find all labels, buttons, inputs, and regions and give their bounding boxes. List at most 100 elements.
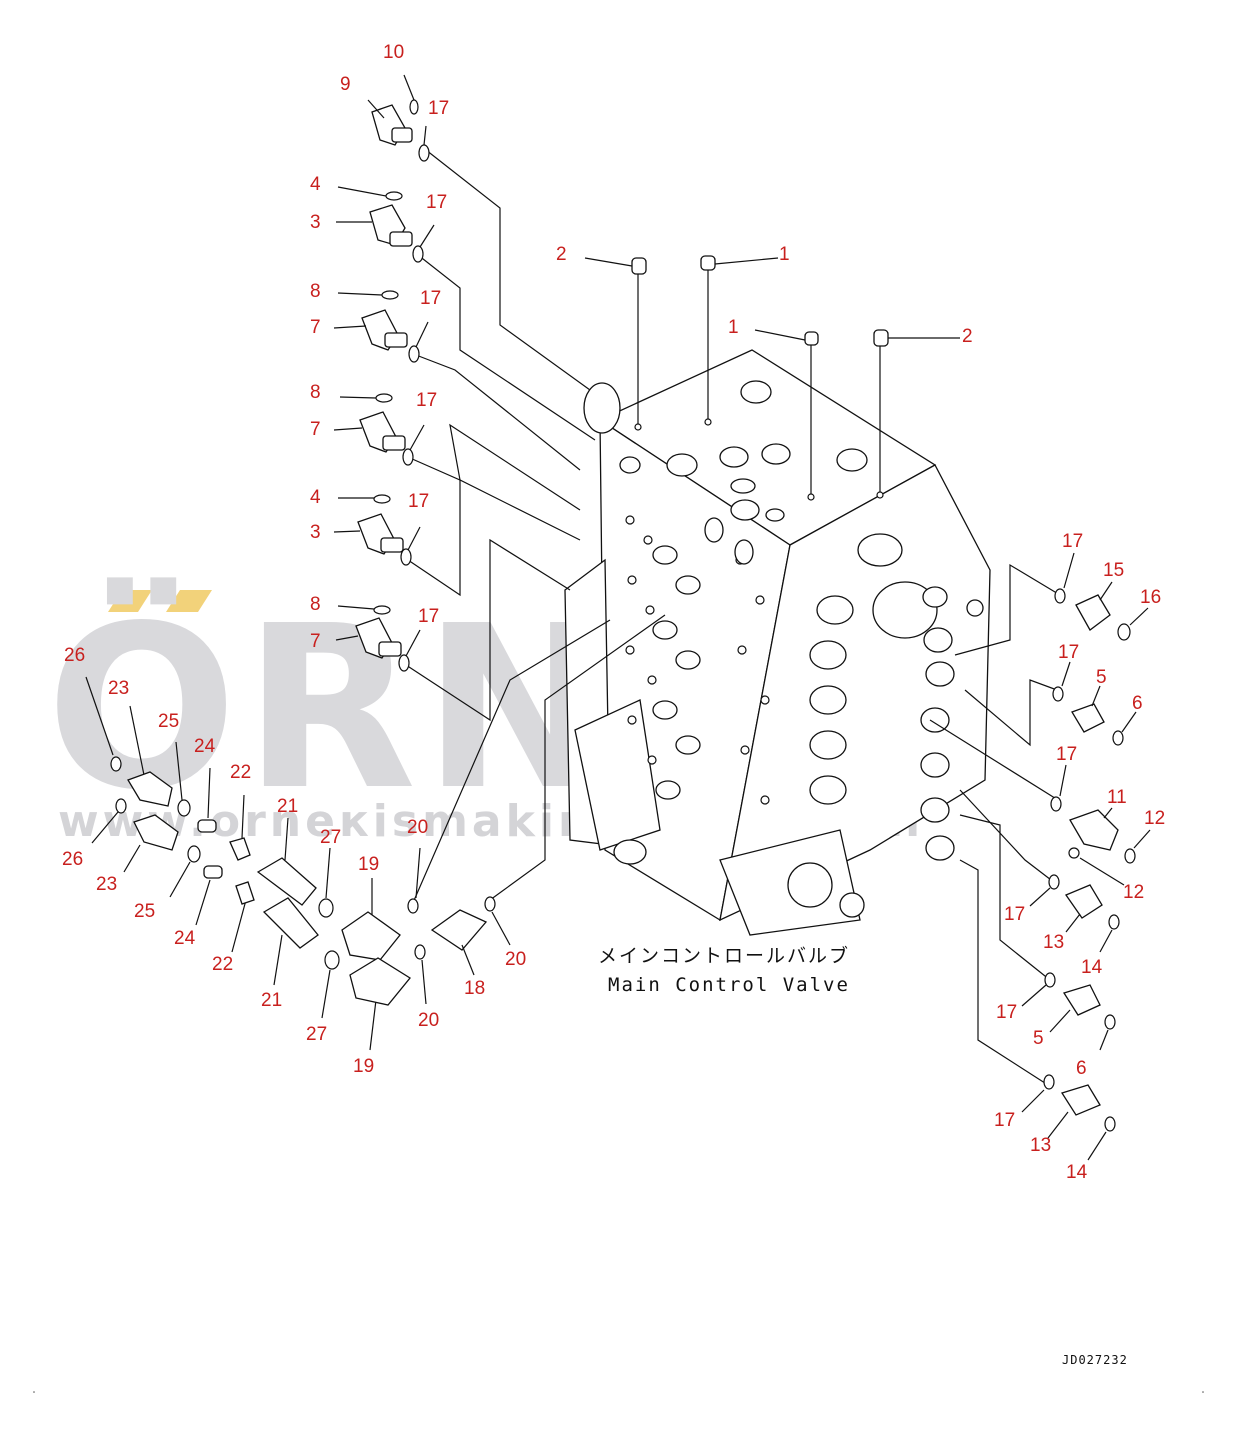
check-fitting — [127, 771, 173, 807]
o-ring — [110, 756, 122, 772]
check-fitting — [133, 814, 179, 851]
callout-25: 25 — [158, 711, 179, 732]
o-ring — [402, 448, 414, 466]
elbow-fitting-nut — [384, 332, 408, 348]
o-ring — [385, 191, 403, 201]
callout-20: 20 — [418, 1010, 439, 1031]
o-ring — [1043, 1074, 1055, 1090]
callout-17: 17 — [994, 1110, 1015, 1131]
face-bolt-holes — [625, 515, 770, 805]
callout-2: 2 — [962, 326, 973, 347]
right-fittings — [1021, 552, 1151, 1161]
callout-17: 17 — [418, 606, 439, 627]
o-ring — [373, 494, 391, 504]
o-ring — [1050, 796, 1062, 812]
callout-17: 17 — [1056, 744, 1077, 765]
callout-12: 12 — [1123, 882, 1144, 903]
o-ring — [1112, 730, 1124, 746]
connector — [1060, 1084, 1101, 1116]
o-ring — [1117, 623, 1131, 641]
diagram-caption: メインコントロールバルブ Main Control Valve — [598, 944, 850, 996]
elbow-fitting-nut — [382, 435, 406, 451]
connector — [1062, 984, 1101, 1016]
callout-7: 7 — [310, 419, 321, 440]
top-cap — [765, 508, 785, 522]
o-ring — [375, 393, 393, 403]
elbow-fitting-nut — [380, 537, 404, 553]
o-ring — [407, 898, 419, 914]
o-ring — [1124, 848, 1136, 864]
o-ring — [1108, 914, 1120, 930]
callout-13: 13 — [1030, 1135, 1051, 1156]
callout-11: 11 — [1107, 787, 1127, 808]
side-port — [583, 382, 621, 434]
o-ring — [381, 290, 399, 300]
top-cap — [666, 453, 698, 477]
callout-27: 27 — [306, 1024, 327, 1045]
o-ring — [1104, 1116, 1116, 1132]
o-ring — [408, 345, 420, 363]
callout-7: 7 — [310, 631, 321, 652]
o-ring — [1104, 1014, 1116, 1030]
callout-2: 2 — [556, 244, 567, 265]
spring — [203, 865, 223, 879]
o-ring — [373, 605, 391, 615]
right-solenoids — [787, 533, 984, 918]
solenoid-adapter — [341, 911, 401, 961]
plug — [700, 255, 716, 271]
callout-7: 7 — [310, 317, 321, 338]
callout-4: 4 — [310, 487, 321, 508]
callout-20: 20 — [505, 949, 526, 970]
callout-1: 1 — [728, 317, 739, 338]
top-cap — [836, 448, 868, 472]
callout-8: 8 — [310, 382, 321, 403]
callout-21: 21 — [277, 796, 298, 817]
poppet — [235, 881, 255, 905]
callout-27: 27 — [320, 827, 341, 848]
callout-1: 1 — [779, 244, 790, 265]
callout-5: 5 — [1033, 1028, 1044, 1049]
caption-japanese: メインコントロールバルブ — [598, 944, 850, 967]
o-ring — [409, 99, 419, 115]
callout-25: 25 — [134, 901, 155, 922]
callout-5: 5 — [1096, 667, 1107, 688]
spring — [197, 819, 217, 833]
callout-17: 17 — [428, 98, 449, 119]
callout-17: 17 — [416, 390, 437, 411]
callout-17: 17 — [426, 192, 447, 213]
o-ring — [1048, 874, 1060, 890]
o-ring — [484, 896, 496, 912]
caption-english: Main Control Valve — [608, 974, 850, 996]
callout-17: 17 — [408, 491, 429, 512]
callout-17: 17 — [1062, 531, 1083, 552]
o-ring — [177, 799, 191, 817]
callout-leaders — [333, 74, 960, 657]
corner-mark — [33, 1391, 35, 1393]
callout-labels: 10 9 17 4 3 17 8 7 17 8 7 17 4 3 17 8 7 … — [62, 42, 1165, 1183]
solenoid-adapter — [349, 957, 411, 1006]
callout-9: 9 — [340, 74, 351, 95]
elbow-fitting-nut — [391, 127, 413, 143]
valve-cartridge — [256, 857, 317, 906]
top-cap — [730, 478, 756, 494]
o-ring — [1052, 686, 1064, 702]
connector — [1065, 884, 1103, 919]
callout-6: 6 — [1076, 1058, 1087, 1079]
o-ring — [115, 798, 127, 814]
callout-15: 15 — [1103, 560, 1124, 581]
top-left-fittings — [355, 99, 889, 672]
top-cap — [719, 446, 749, 468]
top-cap — [730, 499, 760, 521]
o-ring — [400, 548, 412, 566]
callout-23: 23 — [96, 874, 117, 895]
left-spool-ends — [613, 517, 754, 865]
callout-14: 14 — [1066, 1162, 1088, 1183]
plug — [631, 257, 647, 275]
callout-4: 4 — [310, 174, 321, 195]
o-ring — [1068, 847, 1080, 859]
callout-13: 13 — [1043, 932, 1064, 953]
callout-24: 24 — [194, 736, 216, 757]
watermark-accent-right — [166, 590, 212, 612]
watermark-accent-left — [108, 590, 152, 612]
